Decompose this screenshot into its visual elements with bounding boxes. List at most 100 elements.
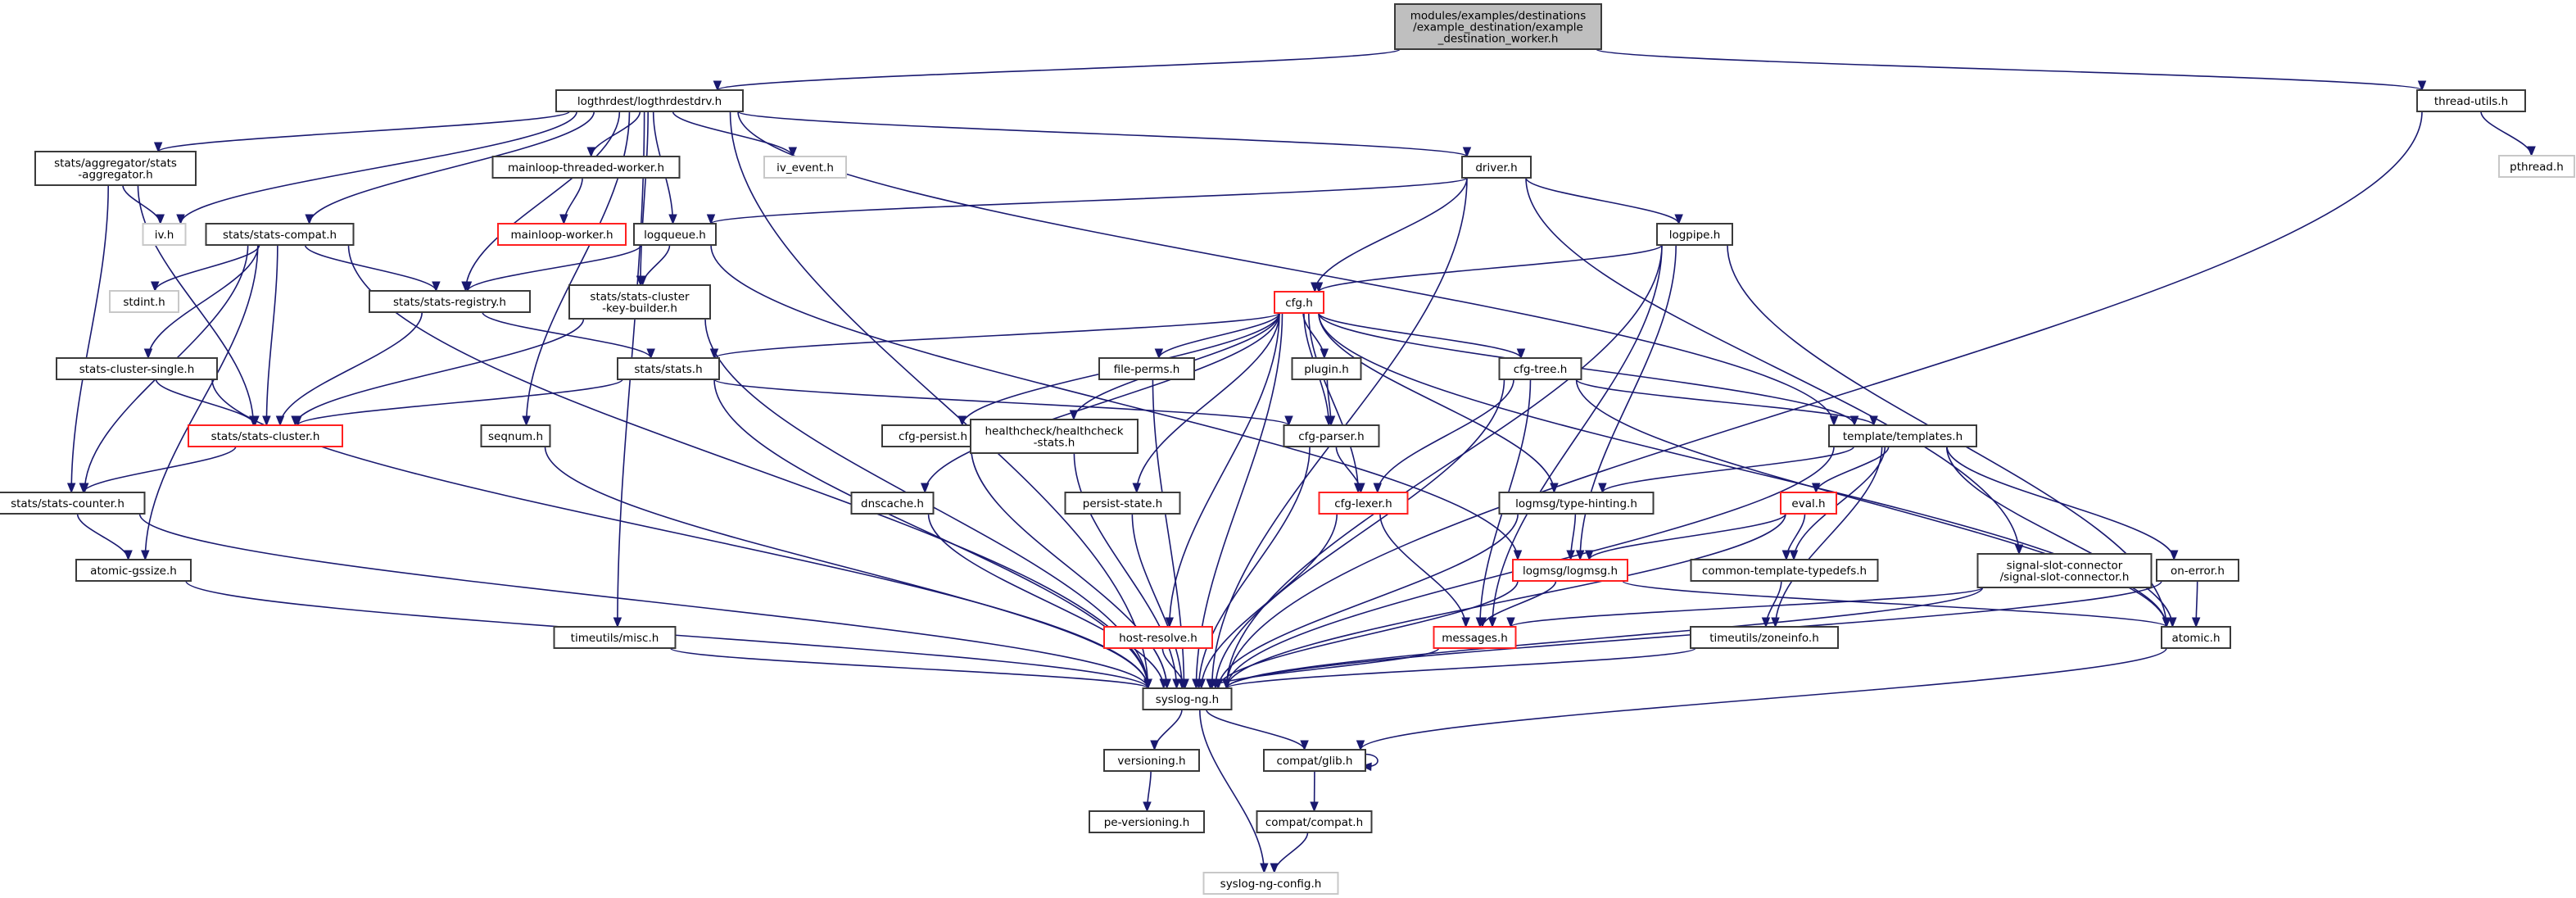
edge-logqueue-to-stats-cluster-key-builder (641, 244, 671, 286)
arrowhead-icon (1550, 483, 1559, 494)
node-label: stats-cluster-single.h (79, 363, 195, 376)
node-stats-registry[interactable]: stats/stats-registry.h (369, 290, 531, 313)
node-cfg-parser[interactable]: cfg-parser.h (1283, 424, 1380, 447)
node-label: file-perms.h (1114, 363, 1180, 376)
node-box (1089, 810, 1205, 833)
node-pthread[interactable]: pthread.h (2498, 155, 2575, 178)
node-logpipe[interactable]: logpipe.h (1656, 223, 1733, 246)
node-atomic-gssize[interactable]: atomic-gssize.h (75, 559, 192, 582)
node-template-templates[interactable]: template/templates.h (1828, 424, 1977, 447)
edge-cfg-lexer-to-messages (1379, 513, 1467, 628)
node-pe-versioning[interactable]: pe-versioning.h (1089, 810, 1205, 833)
arrowhead-icon (920, 483, 930, 494)
node-stats-aggregator[interactable]: stats/aggregator/stats-aggregator.h (34, 151, 197, 186)
node-label: stats/stats-cluster (590, 291, 690, 304)
node-logthrdestdrv[interactable]: logthrdest/logthrdestdrv.h (555, 89, 744, 112)
node-compat-compat[interactable]: compat/compat.h (1256, 810, 1373, 833)
node-thread-utils[interactable]: thread-utils.h (2416, 89, 2526, 112)
node-label: /signal-slot-connector.h (2000, 571, 2130, 584)
node-iv[interactable]: iv.h (142, 223, 187, 246)
arrowhead-icon (1598, 483, 1607, 494)
node-driver[interactable]: driver.h (1461, 156, 1532, 179)
edge-persist-state-to-syslog-ng (1131, 513, 1183, 689)
edge-logpipe-to-syslog-ng (1225, 244, 1663, 689)
node-stats-cluster-key-builder[interactable]: stats/stats-cluster-key-builder.h (568, 284, 711, 320)
node-persist-state[interactable]: persist-state.h (1064, 492, 1181, 515)
edge-template-templates-to-common-template-typedefs (1793, 446, 1886, 560)
edge-stats-compat-to-stats-cluster (265, 244, 278, 426)
node-label: seqnum.h (488, 430, 543, 443)
edge-eval-to-syslog-ng (1225, 513, 1786, 689)
node-versioning[interactable]: versioning.h (1103, 749, 1200, 772)
node-label: compat/glib.h (1276, 755, 1352, 768)
node-compat-glib[interactable]: compat/glib.h (1263, 749, 1366, 772)
node-stats-counter[interactable]: stats/stats-counter.h (0, 492, 146, 515)
arrowhead-icon (1132, 483, 1141, 494)
node-box (1064, 492, 1181, 515)
node-cfg-persist[interactable]: cfg-persist.h (881, 424, 985, 447)
node-signal-slot-connector[interactable]: signal-slot-connector/signal-slot-connec… (1976, 553, 2153, 588)
edge-stats-counter-to-syslog-ng (138, 513, 1149, 689)
node-healthcheck-stats[interactable]: healthcheck/healthcheck-stats.h (970, 419, 1139, 454)
node-stats-stats[interactable]: stats/stats.h (617, 357, 720, 380)
node-box (1283, 424, 1380, 447)
arrowhead-icon (646, 348, 655, 360)
node-dnscache[interactable]: dnscache.h (850, 492, 935, 515)
node-timeutils-zoneinfo[interactable]: timeutils/zoneinfo.h (1690, 626, 1839, 649)
arrowhead-icon (1260, 863, 1269, 874)
node-timeutils-misc[interactable]: timeutils/misc.h (553, 626, 677, 649)
node-cfg[interactable]: cfg.h (1274, 291, 1324, 314)
node-box (1291, 357, 1362, 380)
node-box (555, 89, 744, 112)
node-file-perms[interactable]: file-perms.h (1098, 357, 1195, 380)
edge-stats-counter-to-atomic-gssize (76, 513, 129, 560)
node-label: stats/stats-registry.h (393, 296, 506, 309)
arrowhead-icon (1373, 483, 1383, 494)
node-label: template/templates.h (1843, 430, 1963, 443)
edge-stats-aggregator-to-stats-counter (70, 184, 110, 493)
node-label: syslog-ng-config.h (1220, 878, 1322, 891)
arrowhead-icon (2417, 80, 2427, 92)
edge-cfg-persist-to-syslog-ng (970, 446, 1168, 689)
edge-stats-cluster-to-stats-counter (83, 446, 237, 493)
node-label: stats/stats-cluster.h (211, 430, 320, 443)
node-mainloop-worker[interactable]: mainloop-worker.h (497, 223, 627, 246)
node-eval[interactable]: eval.h (1780, 492, 1837, 515)
node-label: atomic-gssize.h (90, 565, 177, 578)
node-stats-cluster[interactable]: stats/stats-cluster.h (188, 424, 343, 447)
node-messages[interactable]: messages.h (1433, 626, 1517, 649)
edge-type-hinting-to-syslog-ng (1217, 513, 1519, 689)
node-iv-event[interactable]: iv_event.h (763, 156, 847, 179)
edge-cfg-tree-to-cfg-lexer (1376, 379, 1514, 493)
edge-logthrdestdrv-to-stats-registry (464, 111, 621, 292)
node-logmsg[interactable]: logmsg/logmsg.h (1512, 559, 1628, 582)
arrowhead-icon (66, 483, 76, 494)
node-logqueue[interactable]: logqueue.h (633, 223, 717, 246)
node-box (0, 492, 146, 515)
node-type-hinting[interactable]: logmsg/type-hinting.h (1498, 492, 1655, 515)
node-root[interactable]: modules/examples/destinations/example_de… (1394, 3, 1602, 50)
node-stats-compat[interactable]: stats/stats-compat.h (205, 223, 355, 246)
arrowhead-icon (1159, 678, 1168, 690)
edge-root-to-logthrdestdrv (717, 48, 1401, 91)
node-host-resolve[interactable]: host-resolve.h (1103, 626, 1213, 649)
arrowhead-icon (1172, 678, 1181, 690)
arrowhead-icon (522, 415, 531, 427)
node-stdint[interactable]: stdint.h (109, 290, 179, 313)
node-plugin[interactable]: plugin.h (1291, 357, 1362, 380)
node-cfg-lexer[interactable]: cfg-lexer.h (1318, 492, 1409, 515)
node-stats-cluster-single[interactable]: stats-cluster-single.h (56, 357, 218, 380)
node-syslog-ng-config[interactable]: syslog-ng-config.h (1202, 872, 1339, 895)
node-label: cfg-tree.h (1514, 363, 1568, 376)
node-seqnum[interactable]: seqnum.h (480, 424, 551, 447)
node-box (617, 357, 720, 380)
node-syslog-ng[interactable]: syslog-ng.h (1142, 687, 1233, 710)
node-mainloop-threaded-worker[interactable]: mainloop-threaded-worker.h (491, 156, 681, 179)
node-label: mainloop-threaded-worker.h (508, 161, 664, 175)
node-on-error[interactable]: on-error.h (2156, 559, 2239, 582)
node-common-template-typedefs[interactable]: common-template-typedefs.h (1690, 559, 1879, 582)
node-atomic[interactable]: atomic.h (2161, 626, 2231, 649)
node-cfg-tree[interactable]: cfg-tree.h (1498, 357, 1582, 380)
node-label: pthread.h (2510, 161, 2564, 174)
node-box (1656, 223, 1733, 246)
